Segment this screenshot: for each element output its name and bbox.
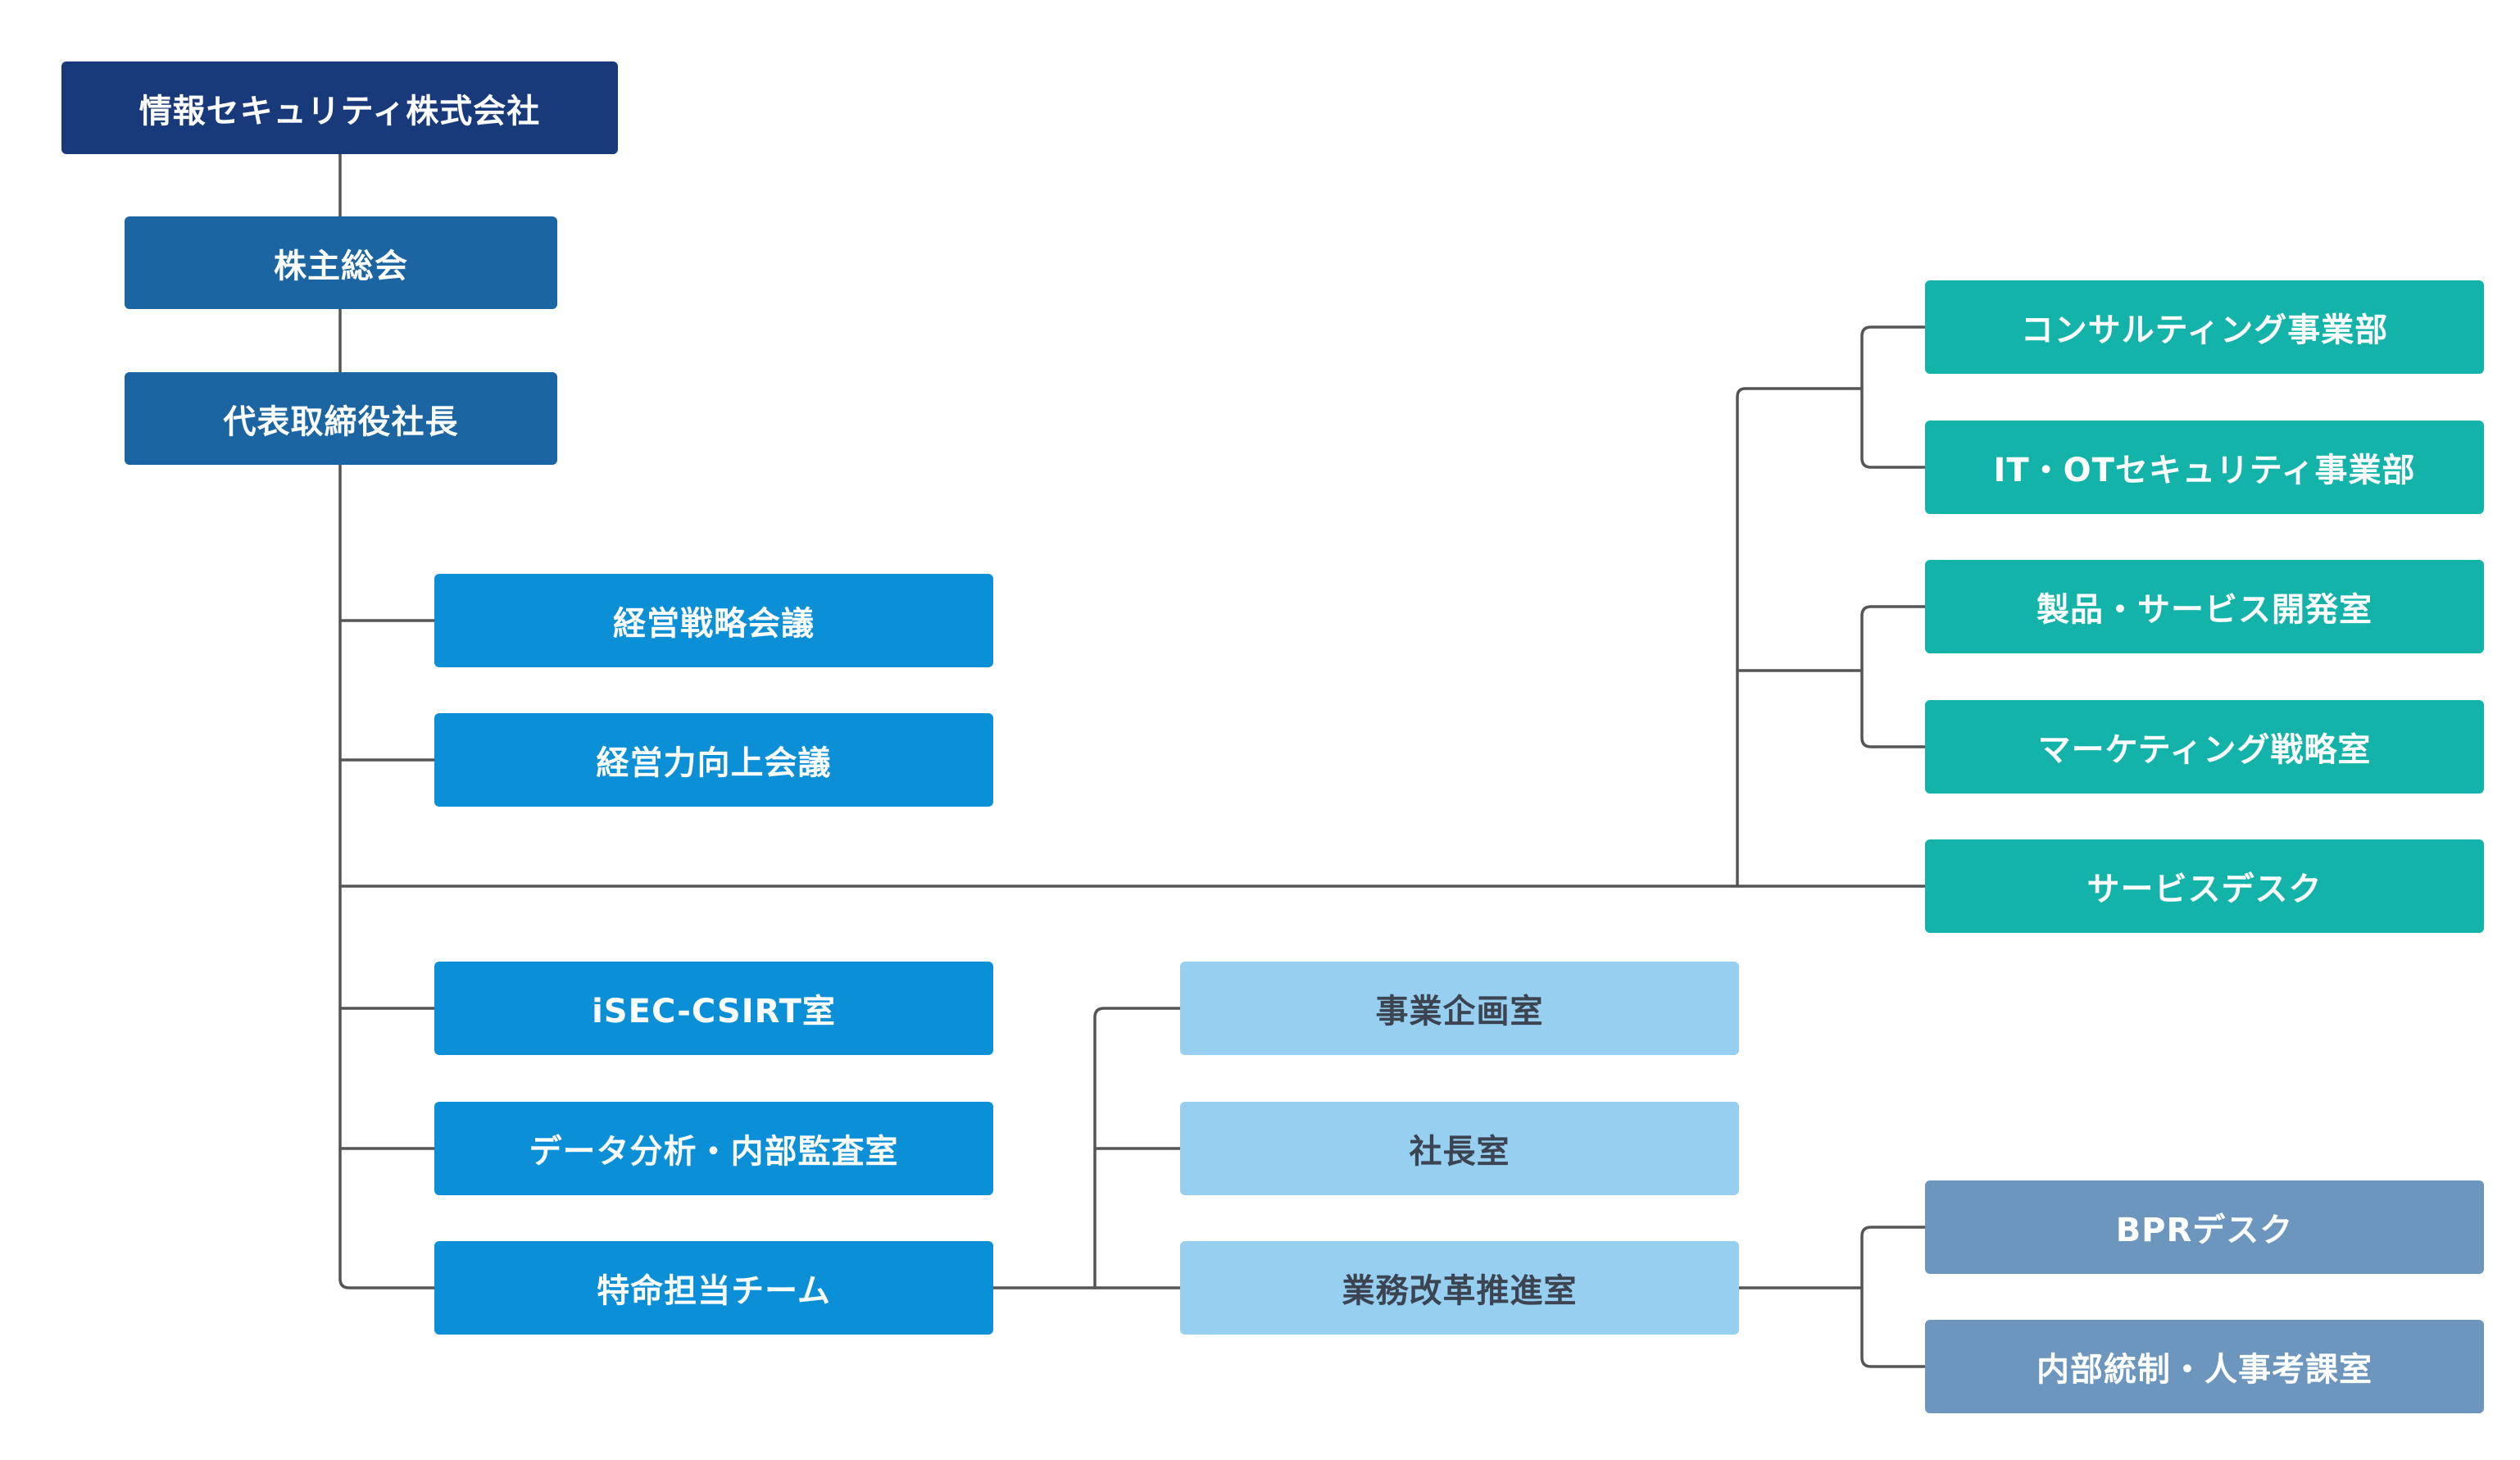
special-team-box[interactable]: 特命担当チーム bbox=[434, 1241, 993, 1335]
president-office-label: 社長室 bbox=[1409, 1133, 1510, 1171]
president-box[interactable]: 代表取締役社長 bbox=[125, 372, 557, 465]
connector-bracket-special-team bbox=[1093, 1007, 1182, 1289]
special-team-label: 特命担当チーム bbox=[597, 1272, 831, 1310]
shareholders-meeting-box[interactable]: 株主総会 bbox=[125, 216, 557, 309]
bpr-desk-box[interactable]: BPRデスク bbox=[1925, 1180, 2484, 1274]
it-ot-security-division-label: IT・OTセキュリティ事業部 bbox=[1993, 452, 2416, 489]
company-box[interactable]: 情報セキュリティ株式会社 bbox=[61, 61, 618, 154]
product-dev-office-label: 製品・サービス開発室 bbox=[2036, 591, 2372, 629]
connector-bracket-consulting-itot bbox=[1860, 325, 1927, 469]
product-dev-office-box[interactable]: 製品・サービス開発室 bbox=[1925, 560, 2484, 653]
internal-control-box[interactable]: 内部統制・人事考課室 bbox=[1925, 1320, 2484, 1413]
isec-csirt-label: iSEC-CSIRT室 bbox=[592, 993, 836, 1030]
consulting-division-label: コンサルティング事業部 bbox=[2020, 312, 2389, 349]
bpr-office-box[interactable]: 業務改革推進室 bbox=[1180, 1241, 1739, 1335]
strategy-meeting-label: 経営戦略会議 bbox=[613, 605, 815, 643]
marketing-office-box[interactable]: マーケティング戦略室 bbox=[1925, 700, 2484, 794]
business-planning-label: 事業企画室 bbox=[1375, 993, 1544, 1030]
consulting-division-box[interactable]: コンサルティング事業部 bbox=[1925, 280, 2484, 374]
business-planning-box[interactable]: 事業企画室 bbox=[1180, 962, 1739, 1055]
isec-csirt-box[interactable]: iSEC-CSIRT室 bbox=[434, 962, 993, 1055]
service-desk-box[interactable]: サービスデスク bbox=[1925, 839, 2484, 933]
bpr-office-label: 業務改革推進室 bbox=[1342, 1272, 1578, 1310]
company-label: 情報セキュリティ株式会社 bbox=[138, 92, 541, 130]
president-office-box[interactable]: 社長室 bbox=[1180, 1102, 1739, 1195]
it-ot-security-division-box[interactable]: IT・OTセキュリティ事業部 bbox=[1925, 421, 2484, 514]
data-audit-label: データ分析・内部監査室 bbox=[529, 1133, 899, 1171]
connector-divisions-trunk bbox=[1736, 387, 1864, 888]
president-label: 代表取締役社長 bbox=[223, 403, 459, 441]
bpr-desk-label: BPRデスク bbox=[2115, 1212, 2294, 1249]
connector-bracket-product-marketing bbox=[1860, 605, 1927, 748]
improvement-meeting-box[interactable]: 経営力向上会議 bbox=[434, 713, 993, 807]
marketing-office-label: マーケティング戦略室 bbox=[2037, 731, 2372, 769]
connector-bracket-bpr bbox=[1860, 1226, 1927, 1368]
data-audit-box[interactable]: データ分析・内部監査室 bbox=[434, 1102, 993, 1195]
strategy-meeting-box[interactable]: 経営戦略会議 bbox=[434, 574, 993, 667]
improvement-meeting-label: 経営力向上会議 bbox=[596, 744, 832, 782]
service-desk-label: サービスデスク bbox=[2086, 871, 2322, 908]
shareholders-meeting-label: 株主総会 bbox=[274, 247, 408, 285]
connector-president-trunk bbox=[338, 463, 436, 1289]
internal-control-label: 内部統制・人事考課室 bbox=[2036, 1351, 2372, 1389]
